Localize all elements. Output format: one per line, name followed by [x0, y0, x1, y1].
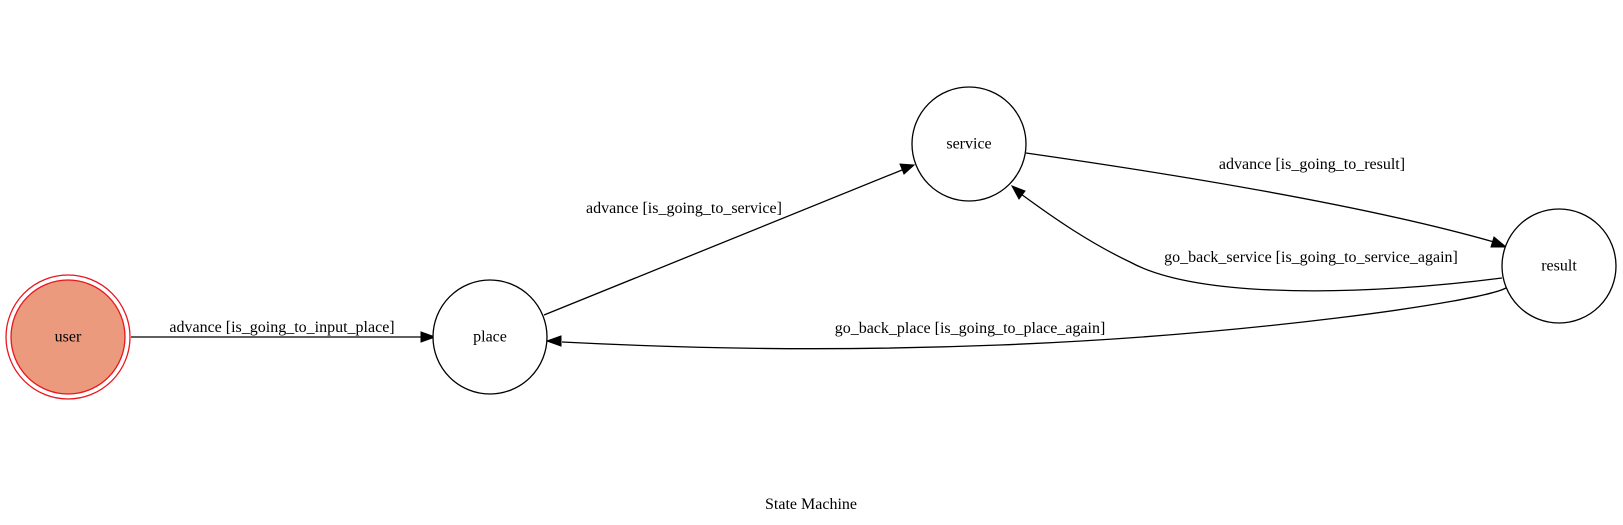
node-user-inner-stroke	[10, 279, 126, 395]
edge-place-to-service: advance [is_going_to_service]	[543, 163, 916, 316]
edge-result-to-place-label: go_back_place [is_going_to_place_again]	[835, 320, 1106, 337]
edge-result-to-place-arrowhead	[545, 335, 562, 347]
edge-result-to-place: go_back_place [is_going_to_place_again]	[545, 287, 1507, 350]
node-place-circle	[432, 279, 548, 395]
edge-user-to-place-arrowhead	[420, 331, 437, 343]
edge-user-to-place: advance [is_going_to_input_place]	[131, 319, 437, 343]
edge-result-to-place-line	[561, 287, 1507, 350]
edge-result-to-service-label: go_back_service [is_going_to_service_aga…	[1164, 249, 1458, 266]
diagram-title: State Machine	[765, 496, 857, 513]
edge-place-to-service-line	[543, 169, 903, 316]
node-place: place	[432, 279, 548, 395]
edge-result-to-service-arrowhead	[1010, 185, 1026, 200]
edge-result-to-service-line	[1020, 193, 1503, 292]
edge-service-to-result-arrowhead	[1490, 236, 1508, 248]
node-place-label: place	[473, 329, 507, 346]
node-user-label: user	[55, 329, 82, 346]
node-user: user	[5, 274, 131, 400]
edge-service-to-result-label: advance [is_going_to_result]	[1219, 156, 1405, 173]
edge-place-to-service-label: advance [is_going_to_service]	[586, 200, 782, 217]
node-result-label: result	[1541, 258, 1577, 275]
node-result: result	[1501, 208, 1617, 324]
node-service-label: service	[946, 136, 991, 153]
node-service: service	[911, 86, 1027, 202]
edge-place-to-service-arrowhead	[899, 163, 916, 175]
edge-service-to-result: advance [is_going_to_result]	[1025, 152, 1508, 248]
node-service-circle	[911, 86, 1027, 202]
node-user-outer-ring	[5, 274, 131, 400]
edge-user-to-place-label: advance [is_going_to_input_place]	[169, 319, 394, 336]
edge-service-to-result-line	[1025, 152, 1495, 243]
node-result-circle	[1501, 208, 1617, 324]
edge-result-to-service: go_back_service [is_going_to_service_aga…	[1010, 185, 1503, 292]
node-user-circle	[11, 280, 125, 394]
